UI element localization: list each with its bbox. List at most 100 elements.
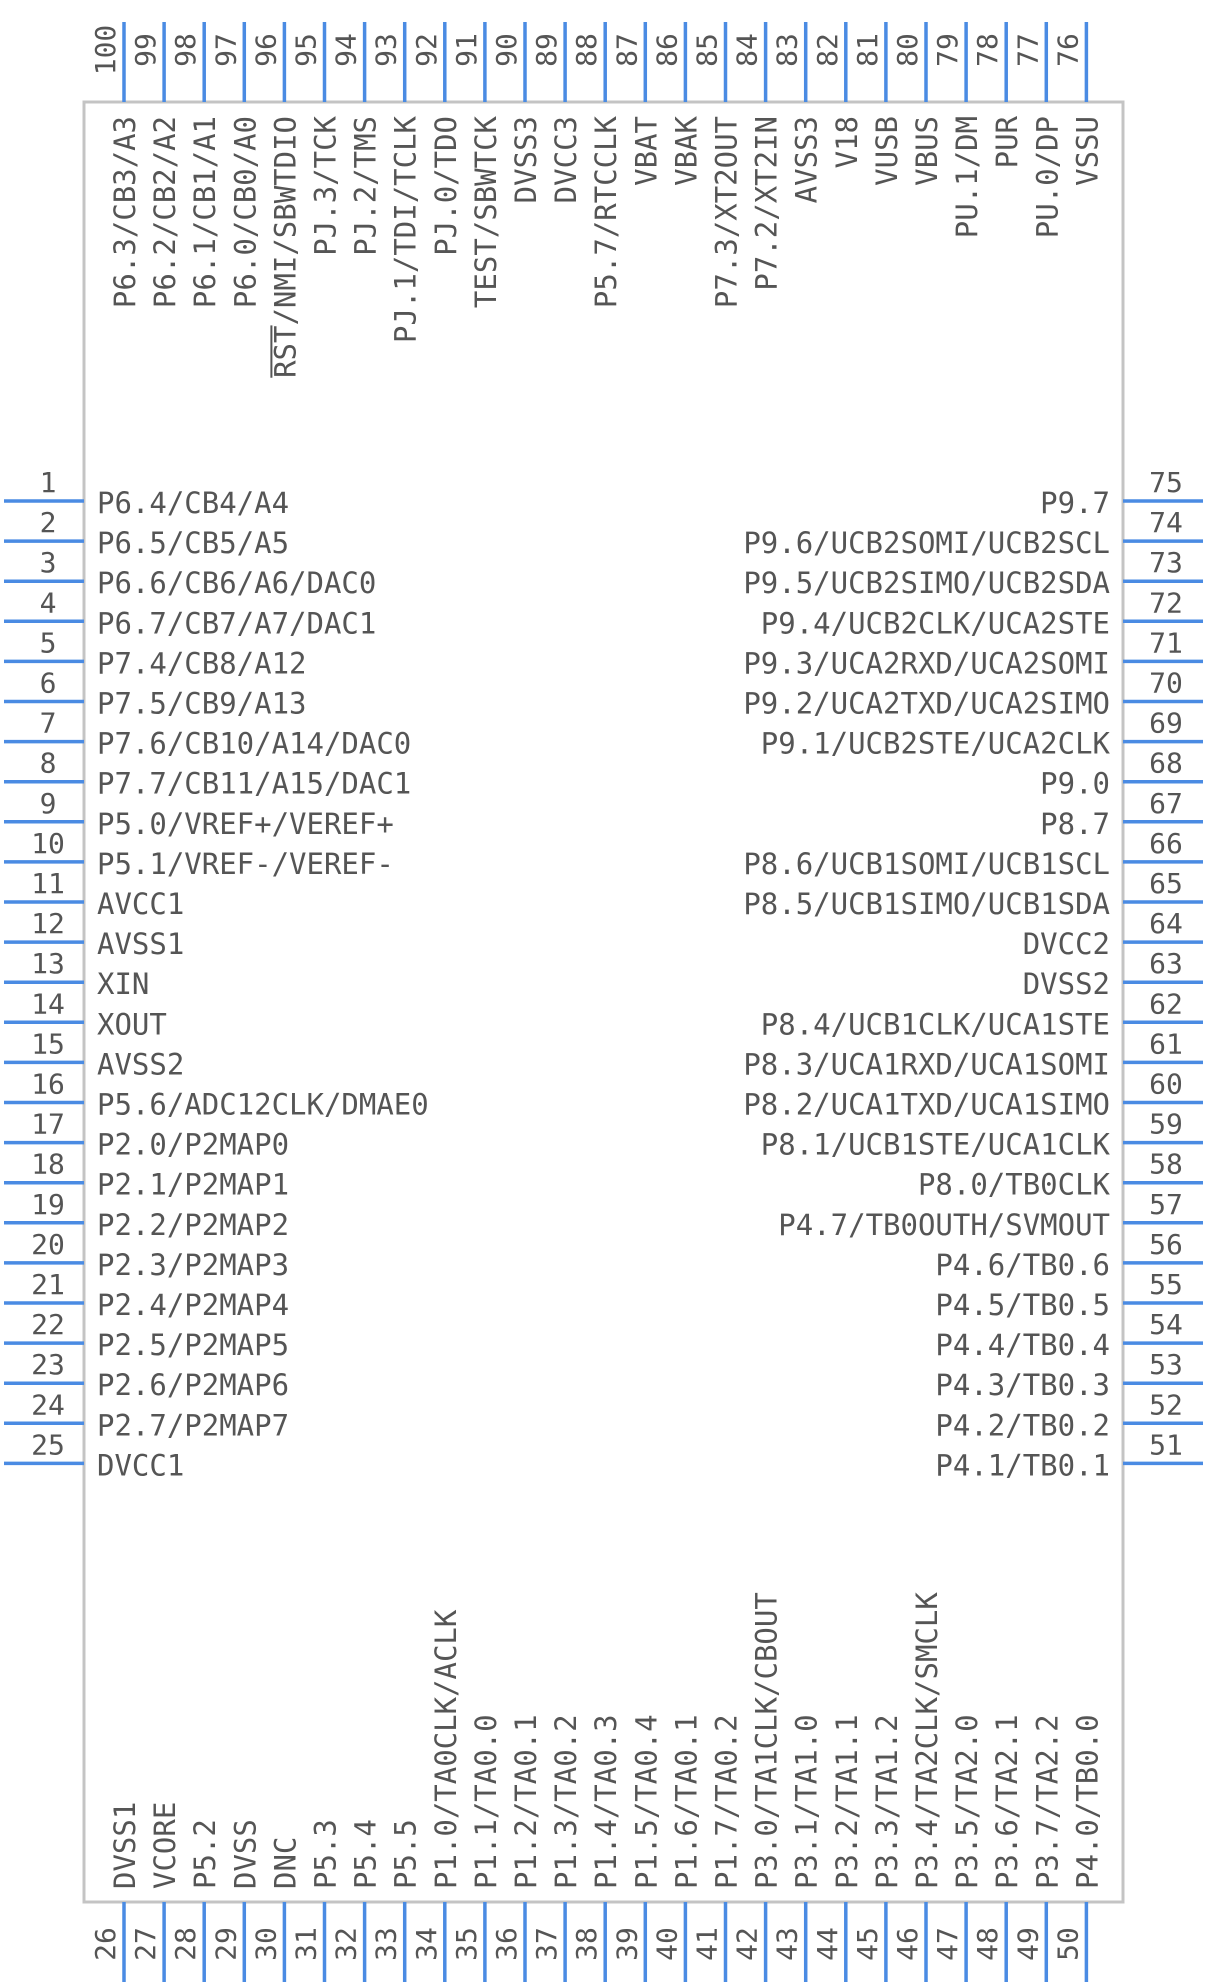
pin-38-label: P1.4/TA0.3 (589, 1714, 623, 1889)
ic-package-body (82, 100, 1125, 1904)
pin-40-label: P1.6/TA0.1 (669, 1714, 703, 1889)
pin-40-number: 40 (650, 1927, 683, 1961)
pin-46-number: 46 (891, 1927, 924, 1961)
pin-19-label: P2.2/P2MAP2 (97, 1208, 289, 1242)
pin-16-label: P5.6/ADC12CLK/DMAE0 (97, 1088, 429, 1122)
pin-68-number: 68 (1149, 747, 1183, 780)
pin-81-number: 81 (851, 33, 884, 67)
pin-36-number: 36 (490, 1927, 523, 1961)
pin-85-label: P7.3/XT2OUT (710, 116, 744, 308)
pin-9-number: 9 (40, 787, 57, 820)
pin-67-label: P8.7 (1040, 807, 1110, 841)
pin-91-label: TEST/SBWTCK (469, 115, 503, 308)
pin-2-number: 2 (40, 506, 57, 539)
pin-4-number: 4 (40, 586, 57, 619)
pin-26-label: DVSS1 (108, 1802, 142, 1889)
pin-22-label: P2.5/P2MAP5 (97, 1328, 289, 1362)
pin-29-number: 29 (209, 1927, 242, 1961)
pin-93-number: 93 (370, 33, 403, 67)
pin-86-label: VBAK (669, 115, 703, 185)
pin-77-label: PU.0/DP (1030, 116, 1064, 238)
pin-57-number: 57 (1149, 1188, 1183, 1221)
pin-65-number: 65 (1149, 867, 1183, 900)
pin-74-number: 74 (1149, 506, 1183, 539)
pin-61-label: P8.3/UCA1RXD/UCA1SOMI (743, 1047, 1110, 1081)
pin-70-number: 70 (1149, 667, 1183, 700)
pin-51-label: P4.1/TB0.1 (935, 1448, 1110, 1482)
pin-17-number: 17 (31, 1108, 65, 1141)
pin-9-label: P5.0/VREF+/VEREF+ (97, 807, 394, 841)
pin-34-label: P1.0/TA0CLK/ACLK (429, 1609, 463, 1889)
pin-80-number: 80 (891, 33, 924, 67)
top-pins: 100P6.3/CB3/A399P6.2/CB2/A298P6.1/CB1/A1… (89, 22, 1104, 378)
pin-16-number: 16 (31, 1068, 65, 1101)
pin-47-number: 47 (931, 1927, 964, 1961)
pin-70-label: P9.2/UCA2TXD/UCA2SIMO (743, 687, 1110, 721)
pin-82-number: 82 (811, 33, 844, 67)
pin-6-number: 6 (40, 667, 57, 700)
pin-27-number: 27 (129, 1927, 162, 1961)
pin-51-number: 51 (1149, 1428, 1183, 1461)
pin-75-number: 75 (1149, 466, 1183, 499)
pin-87-number: 87 (610, 33, 643, 67)
pin-50-label: P4.0/TB0.0 (1070, 1714, 1104, 1889)
pin-73-number: 73 (1149, 546, 1183, 579)
pin-41-number: 41 (691, 1927, 724, 1961)
pin-74-label: P9.6/UCB2SOMI/UCB2SCL (743, 526, 1110, 560)
pin-39-label: P1.5/TA0.4 (629, 1714, 663, 1889)
pin-94-number: 94 (330, 33, 363, 67)
pin-67-number: 67 (1149, 787, 1183, 820)
pin-33-label: P5.5 (389, 1819, 423, 1889)
pin-76-number: 76 (1051, 33, 1084, 67)
pin-46-label: P3.4/TA2CLK/SMCLK (910, 1592, 944, 1889)
pin-95-number: 95 (290, 33, 323, 67)
pin-42-label: P3.0/TA1CLK/CBOUT (750, 1592, 784, 1889)
pin-29-label: DVSS (228, 1819, 262, 1889)
pin-7-number: 7 (40, 707, 57, 740)
pin-8-number: 8 (40, 747, 57, 780)
pin-100-label: P6.3/CB3/A3 (108, 116, 142, 308)
pin-24-label: P2.7/P2MAP7 (97, 1408, 289, 1442)
pin-77-number: 77 (1011, 33, 1044, 67)
pin-37-number: 37 (530, 1927, 563, 1961)
pin-99-label: P6.2/CB2/A2 (148, 116, 182, 308)
pin-92-number: 92 (410, 33, 443, 67)
pin-31-label: P5.3 (309, 1819, 343, 1889)
pin-27-label: VCORE (148, 1802, 182, 1889)
pin-98-number: 98 (169, 33, 202, 67)
pin-58-label: P8.0/TB0CLK (918, 1168, 1111, 1202)
pin-59-number: 59 (1149, 1108, 1183, 1141)
pin-89-number: 89 (530, 33, 563, 67)
pin-30-label: DNC (268, 1837, 302, 1889)
pin-55-number: 55 (1149, 1268, 1183, 1301)
pin-91-number: 91 (450, 33, 483, 67)
pin-96-label: RST/NMI/SBWTDIO (268, 116, 302, 378)
pin-23-label: P2.6/P2MAP6 (97, 1368, 289, 1402)
pin-56-number: 56 (1149, 1228, 1183, 1261)
pin-47-label: P3.5/TA2.0 (950, 1714, 984, 1889)
pin-5-number: 5 (40, 626, 57, 659)
pin-10-number: 10 (31, 827, 65, 860)
pin-44-label: P3.2/TA1.1 (830, 1714, 864, 1889)
pin-45-number: 45 (851, 1927, 884, 1961)
pin-24-number: 24 (31, 1388, 65, 1421)
pin-5-label: P7.4/CB8/A12 (97, 646, 307, 680)
pin-54-number: 54 (1149, 1308, 1183, 1341)
pin-62-number: 62 (1149, 987, 1183, 1020)
pin-80-label: VBUS (910, 116, 944, 186)
pin-60-number: 60 (1149, 1068, 1183, 1101)
pin-49-number: 49 (1011, 1927, 1044, 1961)
pin-63-label: DVSS2 (1023, 967, 1110, 1001)
pin-58-number: 58 (1149, 1148, 1183, 1181)
pin-76-label: VSSU (1070, 116, 1104, 186)
pin-1-number: 1 (40, 466, 57, 499)
pin-72-label: P9.4/UCB2CLK/UCA2STE (761, 606, 1110, 640)
pin-90-label: DVSS3 (509, 116, 543, 203)
bottom-pins: 26DVSS127VCORE28P5.229DVSS30DNC31P5.332P… (89, 1592, 1104, 1982)
pin-55-label: P4.5/TB0.5 (935, 1288, 1110, 1322)
pin-19-number: 19 (31, 1188, 65, 1221)
pin-35-label: P1.1/TA0.0 (469, 1714, 503, 1889)
pin-25-label: DVCC1 (97, 1448, 184, 1482)
pin-42-number: 42 (731, 1927, 764, 1961)
